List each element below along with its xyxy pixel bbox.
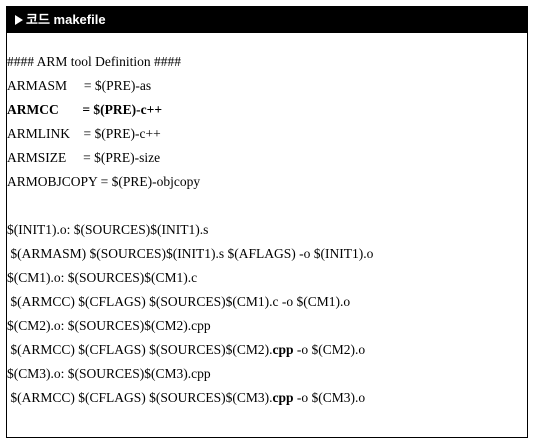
- code-title: 코드 makefile: [26, 12, 106, 27]
- code-line-armsize: ARMSIZE = $(PRE)-size: [7, 150, 161, 165]
- code-box: 코드 makefile: [6, 6, 528, 438]
- code-line-cm1-cmd: $(ARMCC) $(CFLAGS) $(SOURCES)$(CM1).c -o…: [7, 294, 351, 309]
- code-segment: -o $(CM2).o: [293, 342, 366, 357]
- code-segment: $(ARMCC) $(CFLAGS) $(SOURCES)$(CM3).: [7, 390, 273, 405]
- code-header: 코드 makefile: [7, 7, 527, 33]
- code-line-armobjcopy: ARMOBJCOPY = $(PRE)-objcopy: [7, 174, 201, 189]
- code-content: #### ARM tool Definition #### ARMASM = $…: [7, 50, 534, 410]
- code-segment: $(ARMCC) $(CFLAGS) $(SOURCES)$(CM2).: [7, 342, 273, 357]
- code-line-cm2-target: $(CM2).o: $(SOURCES)$(CM2).cpp: [7, 318, 211, 333]
- code-line-cm2-cmd: $(ARMCC) $(CFLAGS) $(SOURCES)$(CM2).cpp …: [7, 338, 534, 362]
- code-line-comment: #### ARM tool Definition ####: [7, 54, 182, 69]
- code-line-armlink: ARMLINK = $(PRE)-c++: [7, 126, 161, 141]
- code-line-init1-cmd: $(ARMASM) $(SOURCES)$(INIT1).s $(AFLAGS)…: [7, 246, 374, 261]
- code-segment-bold: cpp: [272, 390, 294, 405]
- triangle-right-icon: [15, 15, 23, 25]
- code-line-cm3-target: $(CM3).o: $(SOURCES)$(CM3).cpp: [7, 366, 211, 381]
- code-segment-bold: cpp: [272, 342, 294, 357]
- code-line-cm1-target: $(CM1).o: $(SOURCES)$(CM1).c: [7, 270, 198, 285]
- code-line-armasm: ARMASM = $(PRE)-as: [7, 78, 152, 93]
- code-segment: -o $(CM3).o: [293, 390, 366, 405]
- code-line-cm3-cmd: $(ARMCC) $(CFLAGS) $(SOURCES)$(CM3).cpp …: [7, 386, 534, 410]
- code-line-init1-target: $(INIT1).o: $(SOURCES)$(INIT1).s: [7, 222, 209, 237]
- blank-line: [7, 194, 534, 218]
- code-line-armcc: ARMCC = $(PRE)-c++: [7, 102, 163, 117]
